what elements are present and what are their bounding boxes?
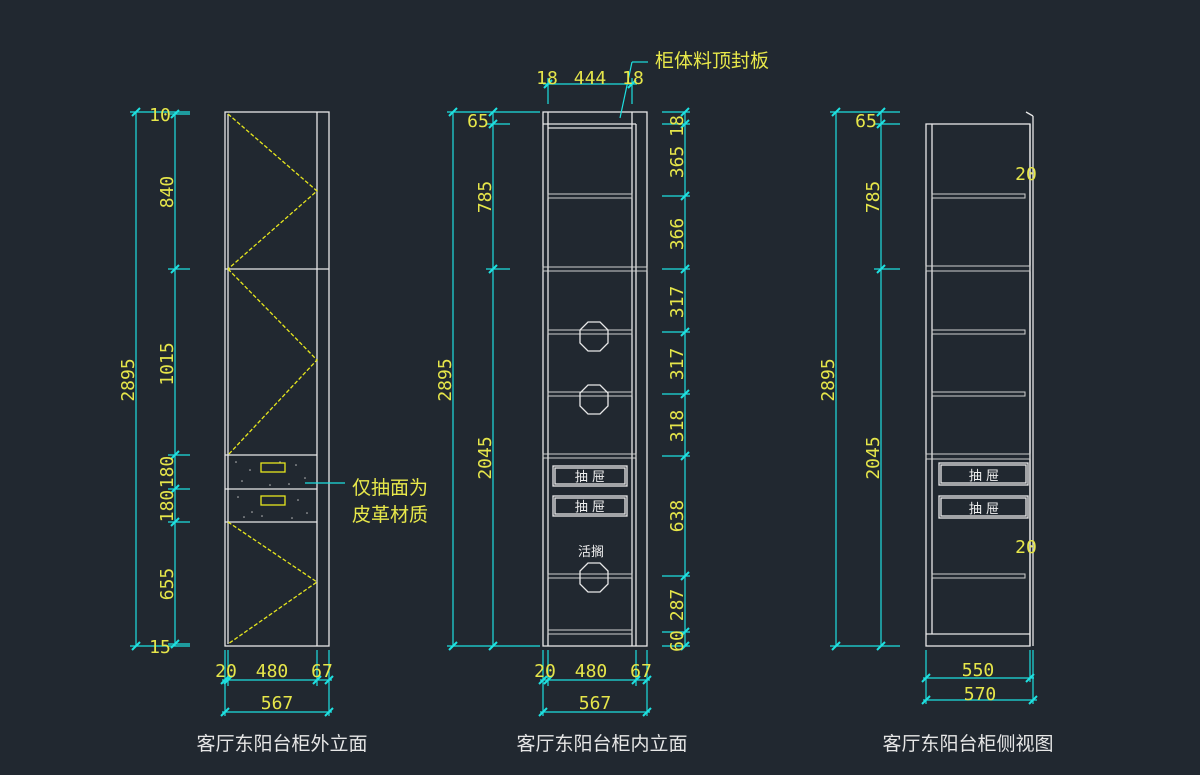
interior-left-seg-2: 2045 (475, 436, 496, 479)
shelf-knob-2 (579, 384, 609, 415)
interior-cabinet-outline (542, 111, 648, 647)
exterior-seg-4: 180 (157, 490, 178, 523)
exterior-seg-5: 655 (157, 568, 178, 601)
side-shelves (925, 193, 1031, 579)
interior-width-mid: 480 (575, 661, 608, 682)
exterior-total-height: 2895 (118, 358, 139, 401)
exterior-seg-top: 10 (149, 105, 171, 126)
side-total-height: 2895 (818, 358, 839, 401)
interior-left-seg-1: 785 (475, 181, 496, 214)
interior-drawer-label-1: 抽 屉 (575, 470, 605, 485)
interior-total-width: 567 (579, 693, 612, 714)
exterior-title: 客厅东阳台柜外立面 (196, 733, 367, 755)
door-swing-1 (227, 113, 318, 270)
door-swing-3 (227, 521, 319, 645)
exterior-note-line2: 皮革材质 (352, 504, 428, 526)
interior-right-seg-2: 366 (667, 218, 688, 251)
side-left-seg-1: 785 (863, 181, 884, 214)
exterior-total-width: 567 (261, 693, 294, 714)
side-width-total: 570 (964, 684, 997, 705)
side-title: 客厅东阳台柜侧视图 (882, 733, 1053, 755)
side-inner-dim-1: 20 (1015, 164, 1037, 185)
leather-texture (235, 461, 308, 519)
exterior-seg-bottom: 15 (149, 637, 171, 658)
side-drawer-label-1: 抽 屉 (969, 469, 999, 484)
shelf-knob-1 (579, 321, 609, 352)
exterior-seg-2: 1015 (157, 342, 178, 385)
drawer-handle-1 (260, 462, 286, 473)
interior-right-seg-1: 365 (667, 146, 688, 179)
interior-right-seg-0: 18 (667, 115, 688, 137)
side-inner-dim-2: 20 (1015, 537, 1037, 558)
interior-left-seg-0: 65 (467, 111, 489, 132)
side-width-inner: 550 (962, 660, 995, 681)
side-left-seg-0: 65 (855, 111, 877, 132)
interior-elevation: 抽 屉 抽 屉 活搁 18 444 18 柜体料顶封板 2895 (435, 50, 769, 755)
interior-top-left: 18 (536, 68, 558, 89)
drawer-handle-2 (260, 495, 286, 506)
interior-top-note: 柜体料顶封板 (655, 50, 769, 72)
exterior-width-left: 20 (215, 661, 237, 682)
interior-right-seg-4: 317 (667, 348, 688, 381)
interior-right-seg-8: 60 (667, 630, 688, 652)
exterior-note-line1: 仅抽面为 (352, 477, 428, 499)
interior-width-left: 20 (534, 661, 556, 682)
side-drawer-label-2: 抽 屉 (969, 502, 999, 517)
exterior-cabinet-outline (224, 111, 330, 647)
interior-top-mid: 444 (574, 68, 607, 89)
interior-right-seg-6: 638 (667, 500, 688, 533)
interior-width-right: 67 (630, 661, 652, 682)
exterior-seg-3: 180 (157, 456, 178, 489)
door-swing-2 (227, 268, 318, 456)
side-cabinet-outline (925, 123, 1031, 647)
interior-right-seg-5: 318 (667, 410, 688, 443)
interior-total-height: 2895 (435, 358, 456, 401)
interior-right-seg-3: 317 (667, 286, 688, 319)
exterior-seg-1: 840 (157, 176, 178, 209)
interior-shelf-label: 活搁 (578, 545, 604, 560)
interior-top-right: 18 (622, 68, 644, 89)
exterior-elevation: 2895 10 840 1015 180 180 655 15 20 480 6… (118, 105, 428, 755)
side-view: 抽 屉 抽 屉 20 20 2895 65 785 2045 (818, 107, 1054, 755)
interior-drawer-label-2: 抽 屉 (575, 500, 605, 515)
side-left-seg-2: 2045 (863, 436, 884, 479)
exterior-width-right: 67 (311, 661, 333, 682)
exterior-width-mid: 480 (256, 661, 289, 682)
interior-shelves (542, 193, 648, 635)
shelf-knob-3 (579, 562, 609, 593)
interior-right-seg-7: 287 (667, 589, 688, 622)
interior-title: 客厅东阳台柜内立面 (516, 733, 687, 755)
